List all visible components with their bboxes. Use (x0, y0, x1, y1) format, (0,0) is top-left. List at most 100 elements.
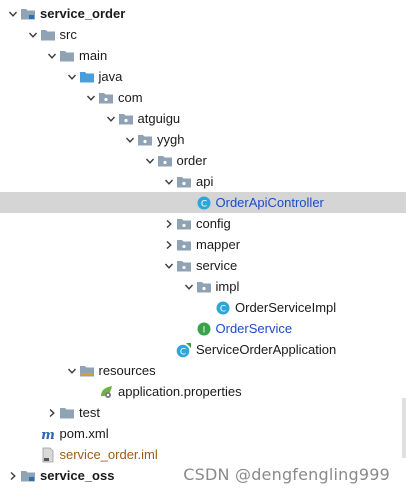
module-folder-icon (20, 6, 36, 22)
tree-item-label: com (118, 90, 143, 105)
iml-file-icon (40, 447, 56, 463)
tree-row-atguigu[interactable]: atguigu (0, 108, 406, 129)
chevron-right-icon[interactable] (162, 234, 176, 255)
tree-item-label: OrderService (215, 321, 293, 336)
tree-row-mapper[interactable]: mapper (0, 234, 406, 255)
chevron-down-icon[interactable] (143, 150, 157, 171)
tree-indent (0, 171, 162, 192)
tree-indent (0, 339, 162, 360)
tree-row-config[interactable]: config (0, 213, 406, 234)
folder-icon (59, 405, 75, 421)
tree-item-label: application.properties (118, 384, 242, 399)
package-icon (118, 111, 134, 127)
tree-indent (0, 360, 65, 381)
package-icon (137, 132, 153, 148)
tree-row-orderserviceimpl[interactable]: C OrderServiceImpl (0, 297, 406, 318)
watermark-text: CSDN @dengfengling999 (183, 465, 390, 484)
tree-indent (0, 381, 84, 402)
tree-item-label: config (196, 216, 231, 231)
chevron-down-icon[interactable] (104, 108, 118, 129)
tree-row-service-oss[interactable]: service_oss (0, 465, 406, 486)
chevron-right-icon[interactable] (6, 465, 20, 486)
spring-boot-class-icon: C (176, 342, 192, 358)
svg-text:C: C (220, 304, 226, 314)
tree-item-label: atguigu (137, 111, 181, 126)
tree-indent (0, 444, 26, 465)
chevron-down-icon[interactable] (65, 66, 79, 87)
tree-row-service-order-iml[interactable]: service_order.iml (0, 444, 406, 465)
tree-row-resources[interactable]: resources (0, 360, 406, 381)
svg-text:C: C (180, 347, 186, 357)
tree-item-label: service_oss (40, 468, 115, 483)
tree-item-label: OrderApiController (215, 195, 324, 210)
tree-item-label: yygh (157, 132, 185, 147)
tree-indent (0, 66, 65, 87)
tree-item-label: service_order.iml (59, 447, 158, 462)
tree-item-label: ServiceOrderApplication (196, 342, 337, 357)
tree-indent (0, 276, 182, 297)
tree-row-java[interactable]: java (0, 66, 406, 87)
tree-row-serviceorderapplication[interactable]: C ServiceOrderApplication (0, 339, 406, 360)
tree-row-orderapicontroller[interactable]: C OrderApiController (0, 192, 406, 213)
properties-file-icon (98, 384, 114, 400)
folder-icon (59, 48, 75, 64)
tree-row-order[interactable]: order (0, 150, 406, 171)
tree-row-src[interactable]: src (0, 24, 406, 45)
chevron-down-icon[interactable] (123, 129, 137, 150)
chevron-right-icon[interactable] (162, 213, 176, 234)
tree-item-label: impl (215, 279, 240, 294)
tree-item-label: OrderServiceImpl (235, 300, 337, 315)
tree-row-yygh[interactable]: yygh (0, 129, 406, 150)
chevron-down-icon[interactable] (45, 45, 59, 66)
tree-indent (0, 150, 143, 171)
tree-row-service-order[interactable]: service_order (0, 3, 406, 24)
tree-indent (0, 234, 162, 255)
tree-indent (0, 108, 104, 129)
tree-row-test[interactable]: test (0, 402, 406, 423)
maven-icon: m (40, 426, 56, 442)
tree-item-label: service_order (40, 6, 126, 21)
tree-row-impl[interactable]: impl (0, 276, 406, 297)
chevron-down-icon[interactable] (65, 360, 79, 381)
resources-folder-icon (79, 363, 95, 379)
tree-item-label: java (98, 69, 123, 84)
chevron-down-icon[interactable] (162, 255, 176, 276)
tree-row-service[interactable]: service (0, 255, 406, 276)
chevron-down-icon[interactable] (6, 3, 20, 24)
interface-icon: I (196, 321, 212, 337)
folder-icon (40, 27, 56, 43)
class-icon: C (196, 195, 212, 211)
chevron-down-icon[interactable] (182, 276, 196, 297)
tree-item-label: main (79, 48, 108, 63)
package-icon (176, 216, 192, 232)
tree-indent (0, 297, 201, 318)
tree-item-label: resources (98, 363, 156, 378)
tree-item-label: test (79, 405, 100, 420)
tree-row-com[interactable]: com (0, 87, 406, 108)
tree-row-application-properties[interactable]: application.properties (0, 381, 406, 402)
tree-indent (0, 45, 45, 66)
package-icon (176, 237, 192, 253)
package-icon (176, 174, 192, 190)
svg-text:C: C (200, 199, 206, 209)
scrollbar[interactable] (402, 398, 406, 458)
chevron-down-icon[interactable] (26, 24, 40, 45)
class-icon: C (215, 300, 231, 316)
tree-row-api[interactable]: api (0, 171, 406, 192)
tree-row-main[interactable]: main (0, 45, 406, 66)
tree-indent (0, 192, 182, 213)
tree-indent (0, 87, 84, 108)
chevron-down-icon[interactable] (84, 87, 98, 108)
tree-item-label: api (196, 174, 214, 189)
chevron-right-icon[interactable] (45, 402, 59, 423)
tree-indent (0, 129, 123, 150)
module-folder-icon (20, 468, 36, 484)
chevron-down-icon[interactable] (162, 171, 176, 192)
tree-indent (0, 24, 26, 45)
tree-item-label: order (176, 153, 207, 168)
package-icon (157, 153, 173, 169)
tree-indent (0, 213, 162, 234)
